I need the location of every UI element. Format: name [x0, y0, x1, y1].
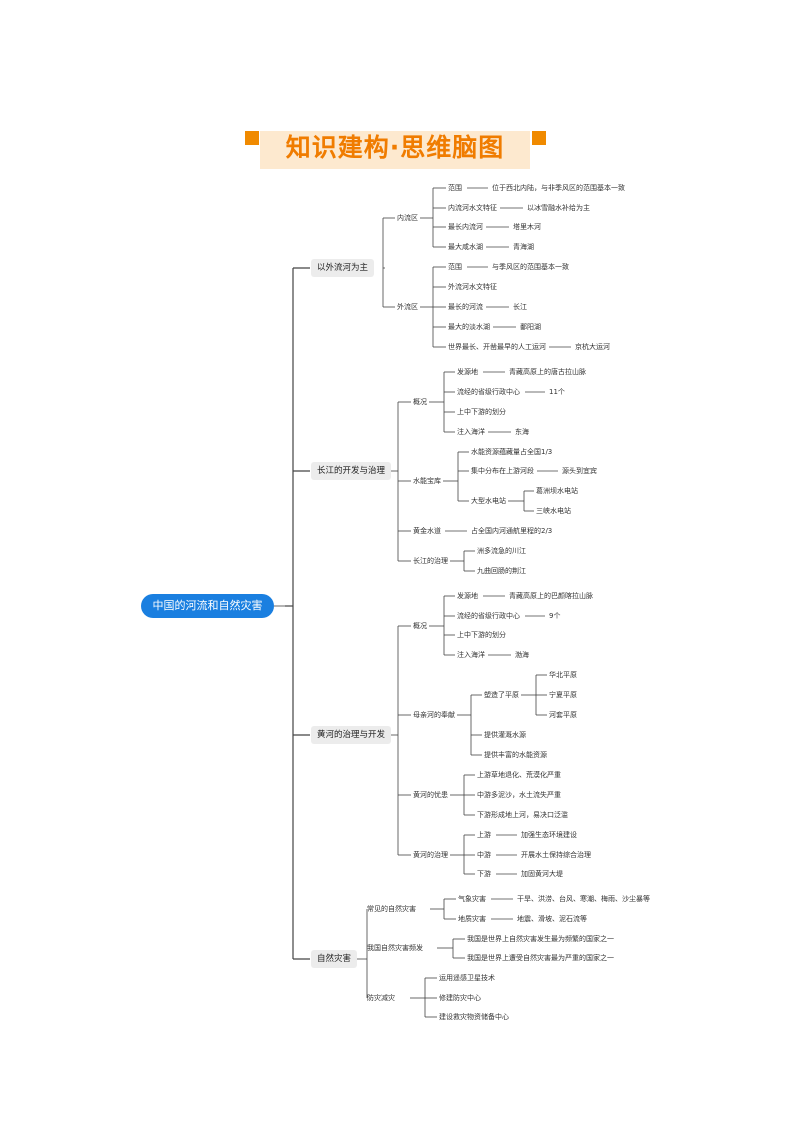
node-label: 外流河水文特征 — [448, 283, 497, 291]
node-item: 华北平原 — [549, 671, 577, 679]
node-label: 下游 — [477, 870, 491, 878]
node-detail: 青藏高原上的巴颜喀拉山脉 — [509, 592, 593, 600]
title-square-left-icon — [245, 131, 259, 145]
node-common-disasters: 常见的自然灾害 — [367, 905, 416, 913]
node-item: 葛洲坝水电站 — [536, 487, 578, 495]
node-label: 上中下游的划分 — [457, 408, 506, 416]
branch-yellow-river[interactable]: 黄河的治理与开发 — [311, 726, 392, 744]
branch-yangtze[interactable]: 长江的开发与治理 — [311, 462, 392, 480]
node-detail: 鄱阳湖 — [520, 323, 541, 331]
node-label: 塑造了平原 — [484, 691, 519, 699]
node-label: 最长内流河 — [448, 223, 483, 231]
node-prevention: 防灾减灾 — [367, 994, 395, 1002]
node-detail: 加强生态环境建设 — [521, 831, 577, 839]
node-detail: 干旱、洪涝、台风、寒潮、梅雨、沙尘暴等 — [517, 895, 650, 903]
node-inland-area: 内流区 — [397, 214, 418, 222]
node-golden-waterway: 黄金水道 — [413, 527, 441, 535]
node-label: 最长的河流 — [448, 303, 483, 311]
node-label: 注入海洋 — [457, 428, 485, 436]
node-mother-river: 母亲河的奉献 — [413, 711, 455, 719]
title-band — [260, 131, 530, 169]
node-label: 我国是世界上自然灾害发生最为频繁的国家之一 — [467, 935, 614, 943]
node-detail: 占全国内河通航里程的2/3 — [471, 527, 553, 535]
node-label: 九曲回肠的荆江 — [477, 567, 526, 575]
node-label: 最大的淡水湖 — [448, 323, 490, 331]
node-label: 运用遥感卫星技术 — [439, 974, 495, 982]
node-label: 地质灾害 — [458, 915, 486, 923]
node-label: 内流河水文特征 — [448, 204, 497, 212]
node-label: 下游形成地上河，易决口泛滥 — [477, 811, 568, 819]
node-detail: 地震、滑坡、泥石流等 — [517, 915, 587, 923]
node-label: 提供灌溉水源 — [484, 731, 526, 739]
node-detail: 塔里木河 — [513, 223, 541, 231]
branch-outflow[interactable]: 以外流河为主 — [311, 259, 375, 277]
node-label: 注入海洋 — [457, 651, 485, 659]
node-label: 流经的省级行政中心 — [457, 388, 520, 396]
branch-disasters[interactable]: 自然灾害 — [311, 950, 358, 968]
node-detail: 9个 — [549, 612, 561, 620]
node-detail: 源头到宜宾 — [562, 467, 597, 475]
node-frequent-disasters: 我国自然灾害频发 — [367, 944, 423, 952]
node-overview: 概况 — [413, 398, 427, 406]
node-detail: 以冰雪融水补给为主 — [527, 204, 590, 212]
node-label: 集中分布在上游河段 — [471, 467, 534, 475]
node-label: 中游多泥沙，水土流失严重 — [477, 791, 561, 799]
node-label: 气象灾害 — [458, 895, 486, 903]
node-label: 最大咸水湖 — [448, 243, 483, 251]
node-detail: 长江 — [513, 303, 527, 311]
node-label: 我国是世界上遭受自然灾害最为严重的国家之一 — [467, 954, 614, 962]
node-label: 发源地 — [457, 592, 478, 600]
node-item: 宁夏平原 — [549, 691, 577, 699]
node-hydropower: 水能宝库 — [413, 477, 441, 485]
node-label: 水能资源蕴藏量占全国1/3 — [471, 448, 553, 456]
root-node[interactable]: 中国的河流和自然灾害 — [141, 594, 274, 618]
node-detail: 加固黄河大堤 — [521, 870, 563, 878]
node-label: 世界最长、开凿最早的人工运河 — [448, 343, 546, 351]
node-detail: 11个 — [549, 388, 565, 396]
node-detail: 渤海 — [515, 651, 529, 659]
node-label: 范围 — [448, 263, 462, 271]
node-label: 提供丰富的水能资源 — [484, 751, 547, 759]
node-label: 大型水电站 — [471, 497, 506, 505]
node-overview: 概况 — [413, 622, 427, 630]
node-label: 建设救灾物资储备中心 — [439, 1013, 509, 1021]
node-detail: 位于西北内陆，与非季风区的范围基本一致 — [492, 184, 625, 192]
node-item: 河套平原 — [549, 711, 577, 719]
node-label: 上游 — [477, 831, 491, 839]
node-detail: 青海湖 — [513, 243, 534, 251]
node-detail: 京杭大运河 — [575, 343, 610, 351]
node-label: 修建防灾中心 — [439, 994, 481, 1002]
node-label: 洲多流急的川江 — [477, 547, 526, 555]
node-label: 上游草地退化、荒漠化严重 — [477, 771, 561, 779]
page-title: 知识建构·思维脑图 — [285, 133, 505, 162]
node-label: 范围 — [448, 184, 462, 192]
node-outflow-area: 外流区 — [397, 303, 418, 311]
node-yangtze-governance: 长江的治理 — [413, 557, 448, 565]
node-label: 流经的省级行政中心 — [457, 612, 520, 620]
node-label: 中游 — [477, 851, 491, 859]
node-item: 三峡水电站 — [536, 507, 571, 515]
node-detail: 与季风区的范围基本一致 — [492, 263, 569, 271]
node-detail: 开展水土保持综合治理 — [521, 851, 591, 859]
node-label: 发源地 — [457, 368, 478, 376]
node-label: 上中下游的划分 — [457, 631, 506, 639]
node-yellow-worries: 黄河的忧患 — [413, 791, 448, 799]
node-detail: 青藏高原上的唐古拉山脉 — [509, 368, 586, 376]
node-detail: 东海 — [515, 428, 529, 436]
title-square-right-icon — [532, 131, 546, 145]
node-yellow-governance: 黄河的治理 — [413, 851, 448, 859]
